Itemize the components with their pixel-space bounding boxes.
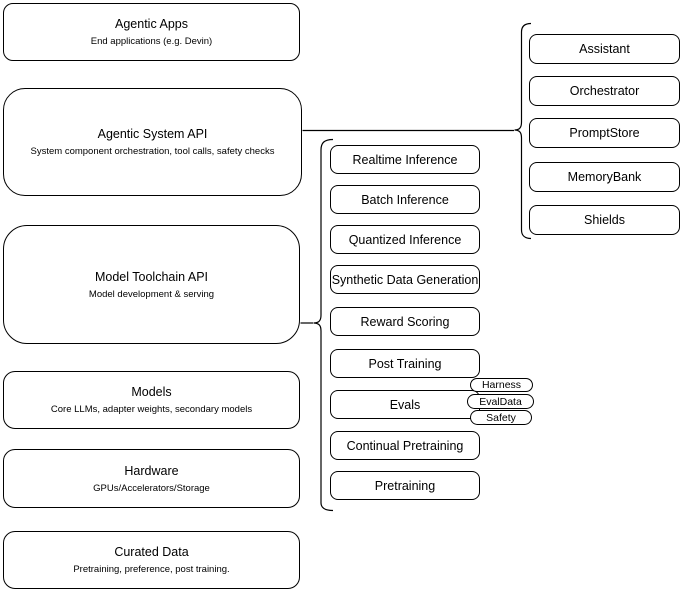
component-shields: Shields xyxy=(529,205,680,235)
component-memorybank: MemoryBank xyxy=(529,162,680,192)
node-title: Models xyxy=(131,385,172,399)
node-model-toolchain-api: Model Toolchain API Model development & … xyxy=(3,225,300,344)
node-title: Model Toolchain API xyxy=(94,269,209,284)
toolchain-item-reward-scoring: Reward Scoring xyxy=(330,307,480,336)
node-hardware: Hardware GPUs/Accelerators/Storage xyxy=(3,449,300,508)
node-title: Hardware xyxy=(124,463,179,478)
toolchain-brace xyxy=(313,138,334,512)
toolchain-item-pretraining: Pretraining xyxy=(330,471,480,500)
toolchain-item-evals: Evals xyxy=(330,390,480,419)
node-subtitle: GPUs/Accelerators/Storage xyxy=(93,482,210,494)
node-subtitle: Core LLMs, adapter weights, secondary mo… xyxy=(50,404,253,415)
toolchain-item-realtime-inference: Realtime Inference xyxy=(330,145,480,174)
node-agentic-system-api: Agentic System API System component orch… xyxy=(3,88,302,196)
node-subtitle: Pretraining, preference, post training. xyxy=(73,564,230,575)
eval-tag-safety: Safety xyxy=(470,410,532,425)
toolchain-item-continual-pretraining: Continual Pretraining xyxy=(330,431,480,460)
node-agentic-apps: Agentic Apps End applications (e.g. Devi… xyxy=(3,3,300,61)
eval-tag-harness: Harness xyxy=(470,378,533,392)
node-curated-data: Curated Data Pretraining, preference, po… xyxy=(3,531,300,589)
component-promptstore: PromptStore xyxy=(529,118,680,148)
toolchain-item-synthetic-data-generation: Synthetic Data Generation xyxy=(330,265,480,294)
toolchain-item-post-training: Post Training xyxy=(330,349,480,378)
eval-tag-evaldata: EvalData xyxy=(467,394,534,409)
node-title: Curated Data xyxy=(114,545,189,559)
components-brace xyxy=(514,22,532,240)
node-subtitle: System component orchestration, tool cal… xyxy=(30,146,275,157)
node-subtitle: Model development & serving xyxy=(88,288,215,300)
component-orchestrator: Orchestrator xyxy=(529,76,680,106)
node-models: Models Core LLMs, adapter weights, secon… xyxy=(3,371,300,429)
toolchain-item-batch-inference: Batch Inference xyxy=(330,185,480,214)
node-title: Agentic Apps xyxy=(115,17,188,31)
toolchain-item-quantized-inference: Quantized Inference xyxy=(330,225,480,254)
node-subtitle: End applications (e.g. Devin) xyxy=(90,36,213,47)
node-title: Agentic System API xyxy=(97,127,208,141)
component-assistant: Assistant xyxy=(529,34,680,64)
